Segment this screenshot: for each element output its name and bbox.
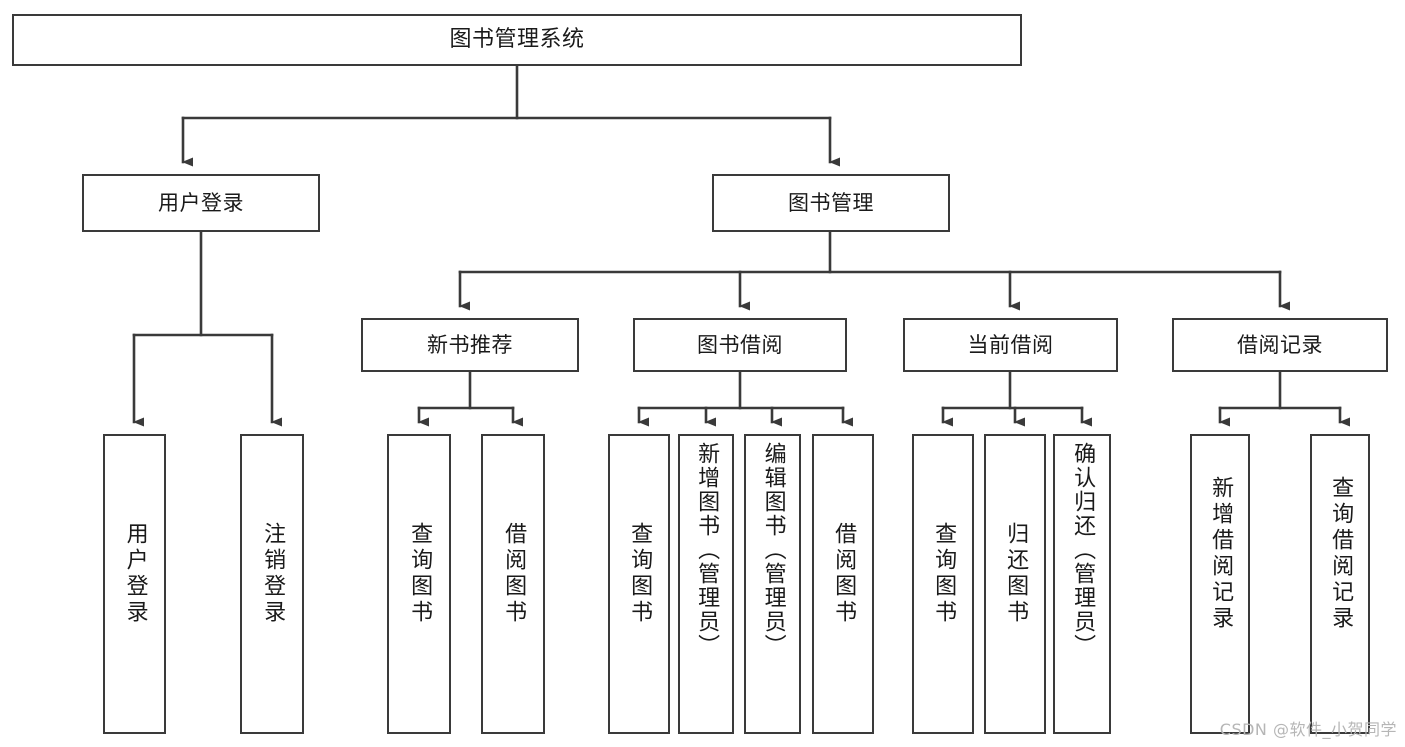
node-user-login[interactable]: 用户登录 bbox=[82, 174, 320, 232]
node-leaf-borrow-book-recommend-label: 借阅图书 bbox=[501, 522, 527, 626]
node-leaf-borrow-book-label: 借阅图书 bbox=[831, 522, 857, 626]
node-leaf-add-borrow-record[interactable]: 新增借阅记录 bbox=[1190, 434, 1250, 734]
node-leaf-query-book-current[interactable]: 查询图书 bbox=[912, 434, 974, 734]
node-leaf-add-borrow-record-label: 新增借阅记录 bbox=[1208, 476, 1234, 632]
node-user-login-label: 用户登录 bbox=[158, 190, 244, 215]
node-leaf-edit-book-label: 编辑图书（管理员） bbox=[760, 442, 786, 658]
node-borrow-record[interactable]: 借阅记录 bbox=[1172, 318, 1388, 372]
node-root[interactable]: 图书管理系统 bbox=[12, 14, 1022, 66]
node-root-label: 图书管理系统 bbox=[449, 27, 585, 53]
node-leaf-borrow-book-recommend[interactable]: 借阅图书 bbox=[481, 434, 545, 734]
node-book-borrow[interactable]: 图书借阅 bbox=[633, 318, 847, 372]
node-leaf-logout-label: 注销登录 bbox=[260, 522, 286, 626]
node-new-book-recommend-label: 新书推荐 bbox=[427, 332, 513, 357]
node-leaf-confirm-return-label: 确认归还（管理员） bbox=[1070, 442, 1096, 658]
watermark-text: CSDN @软件_小贺同学 bbox=[1219, 720, 1397, 739]
node-leaf-logout[interactable]: 注销登录 bbox=[240, 434, 304, 734]
node-borrow-record-label: 借阅记录 bbox=[1237, 332, 1323, 357]
node-leaf-query-borrow-record[interactable]: 查询借阅记录 bbox=[1310, 434, 1370, 734]
node-book-management[interactable]: 图书管理 bbox=[712, 174, 950, 232]
node-leaf-query-book-recommend[interactable]: 查询图书 bbox=[387, 434, 451, 734]
node-leaf-return-book-label: 归还图书 bbox=[1003, 522, 1029, 626]
node-leaf-query-borrow-record-label: 查询借阅记录 bbox=[1328, 476, 1354, 632]
node-leaf-query-book-recommend-label: 查询图书 bbox=[407, 522, 433, 626]
node-leaf-edit-book[interactable]: 编辑图书（管理员） bbox=[744, 434, 801, 734]
node-new-book-recommend[interactable]: 新书推荐 bbox=[361, 318, 579, 372]
node-leaf-user-login[interactable]: 用户登录 bbox=[103, 434, 166, 734]
node-leaf-borrow-book[interactable]: 借阅图书 bbox=[812, 434, 874, 734]
node-current-borrow-label: 当前借阅 bbox=[967, 332, 1054, 357]
node-book-borrow-label: 图书借阅 bbox=[697, 332, 783, 357]
node-leaf-add-book-label: 新增图书（管理员） bbox=[694, 442, 720, 658]
node-leaf-query-book-current-label: 查询图书 bbox=[931, 522, 957, 626]
node-leaf-query-book-borrow[interactable]: 查询图书 bbox=[608, 434, 670, 734]
node-leaf-confirm-return[interactable]: 确认归还（管理员） bbox=[1053, 434, 1111, 734]
node-leaf-return-book[interactable]: 归还图书 bbox=[984, 434, 1046, 734]
node-leaf-user-login-label: 用户登录 bbox=[122, 522, 148, 626]
node-current-borrow[interactable]: 当前借阅 bbox=[903, 318, 1118, 372]
node-leaf-add-book[interactable]: 新增图书（管理员） bbox=[678, 434, 734, 734]
node-leaf-query-book-borrow-label: 查询图书 bbox=[627, 522, 653, 626]
node-book-management-label: 图书管理 bbox=[788, 190, 874, 215]
